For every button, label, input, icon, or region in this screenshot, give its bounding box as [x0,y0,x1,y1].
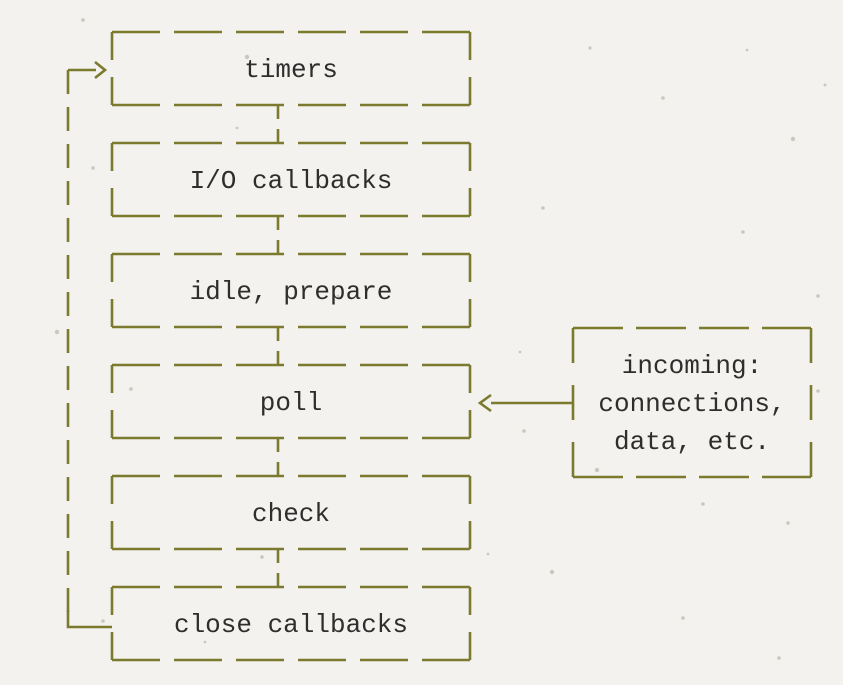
incoming-box: incoming: connections, data, etc. [571,326,813,479]
phase-box-poll: poll [110,363,472,440]
phase-box-check: check [110,474,472,551]
incoming-to-poll-arrow [477,393,573,413]
phase-label-close-callbacks: close callbacks [174,610,408,640]
phase-box-close-callbacks: close callbacks [110,585,472,662]
incoming-line-3: data, etc. [614,427,770,457]
phase-box-timers: timers [110,30,472,107]
incoming-line-2: connections, [598,389,785,419]
arrow-head-icon [477,393,492,413]
phase-box-io-callbacks: I/O callbacks [110,141,472,218]
paper-speckles [54,18,827,660]
loop-back-line [66,60,112,629]
phase-label-check: check [252,499,330,529]
loop-bottom-elbow [66,610,112,629]
phase-label-poll: poll [260,388,322,418]
phase-label-io-callbacks: I/O callbacks [190,166,393,196]
phase-label-timers: timers [244,55,338,85]
incoming-line-1: incoming: [622,351,762,381]
loop-arrowhead-icon [94,60,108,80]
phase-label-idle-prepare: idle, prepare [190,277,393,307]
phase-box-idle-prepare: idle, prepare [110,252,472,329]
